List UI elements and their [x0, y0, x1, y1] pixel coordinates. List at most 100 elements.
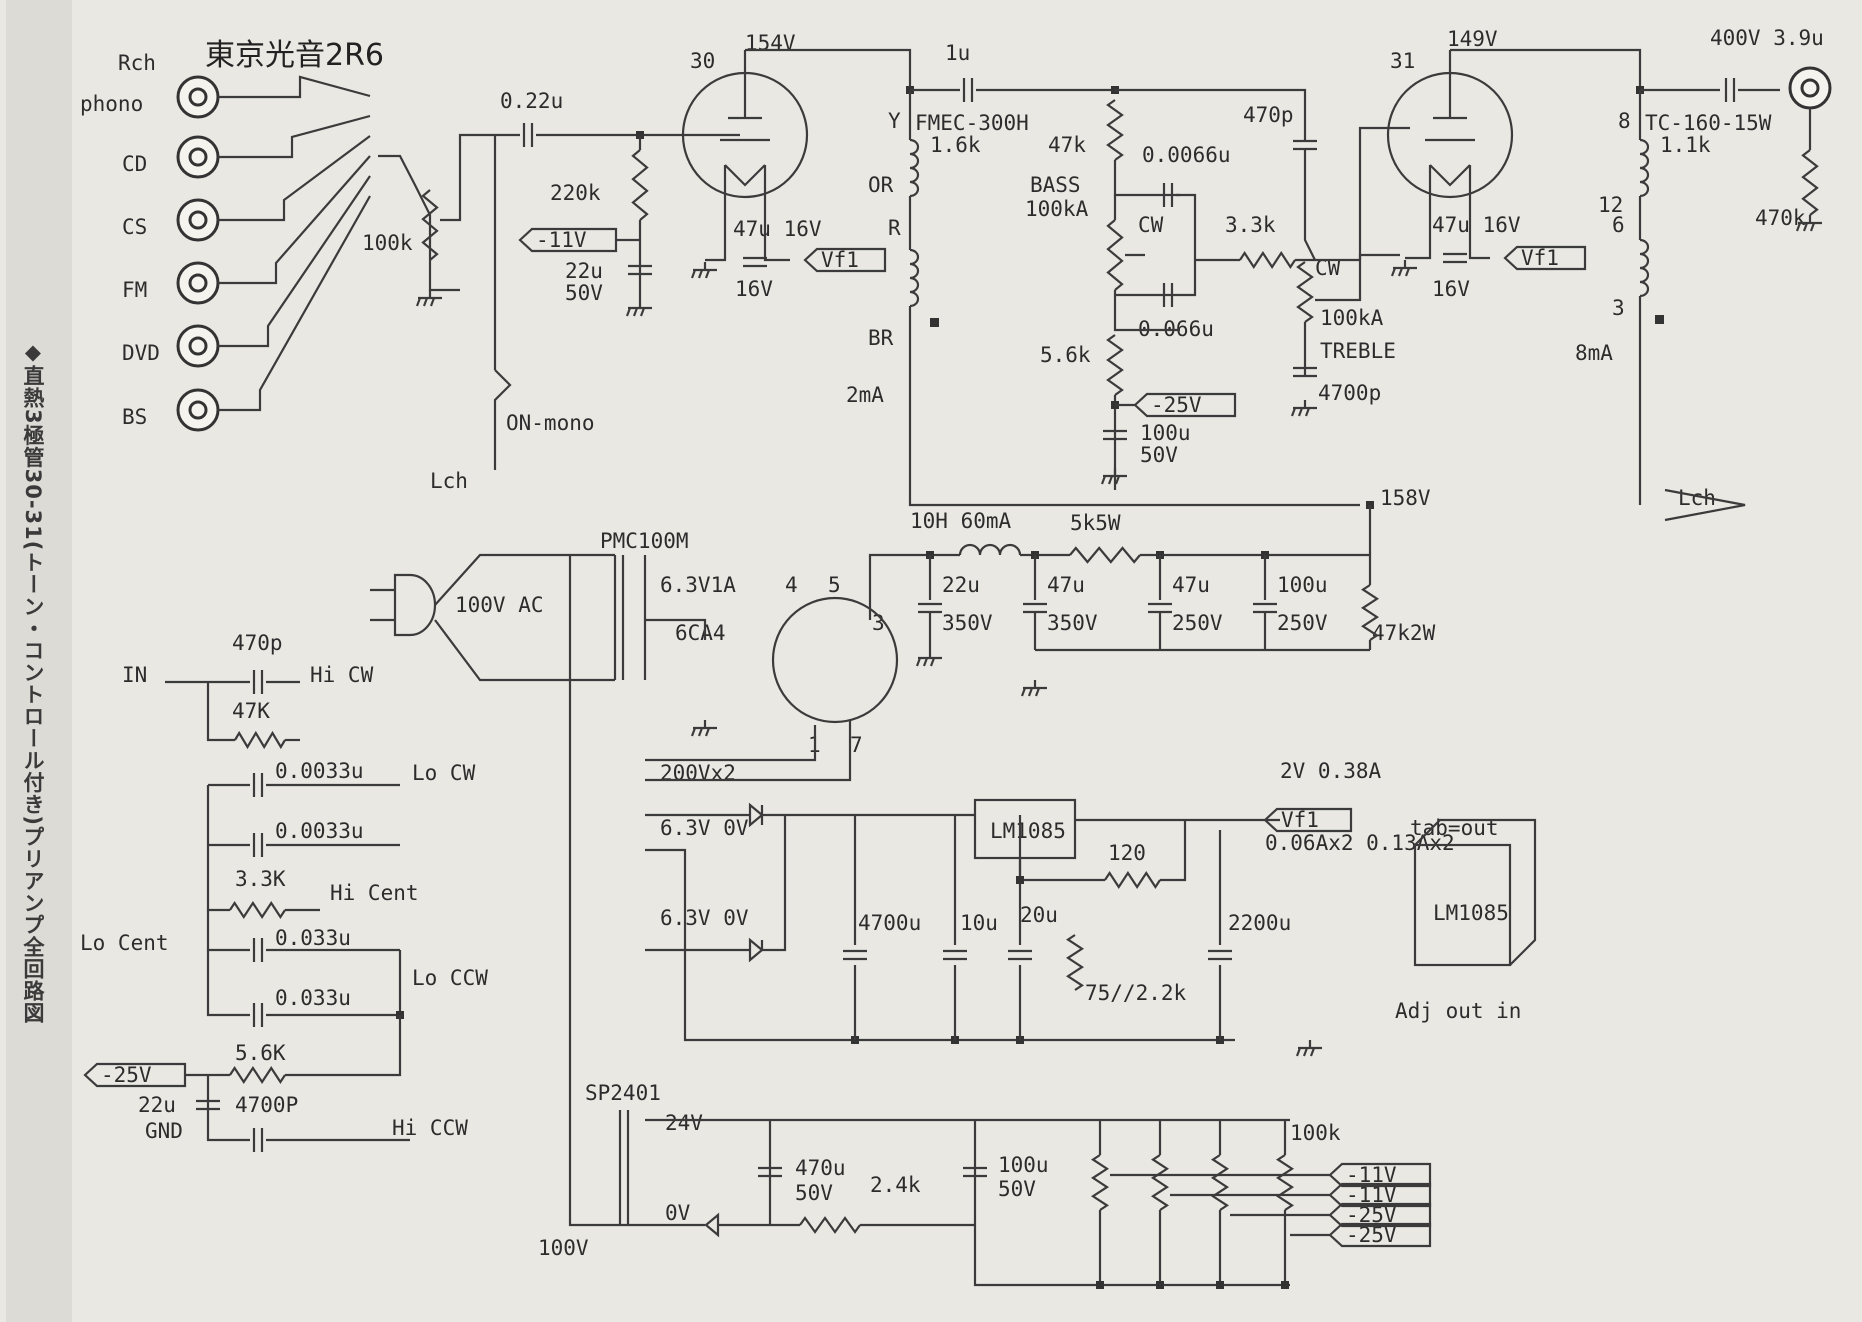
ground-symbol — [929, 657, 936, 667]
vf1-tag-2 — [1503, 245, 1587, 271]
bass-pot-label: 100kA — [1025, 197, 1089, 221]
wire — [973, 1120, 1290, 1287]
wire — [206, 845, 230, 912]
wire — [1160, 820, 1187, 882]
ground-symbol — [690, 727, 697, 737]
pin5-label: 5 — [828, 573, 841, 597]
wire — [908, 306, 1360, 507]
filament — [724, 164, 766, 187]
tn-r33 — [229, 900, 286, 920]
lch-arrow — [1664, 488, 1746, 522]
ground-symbol — [1390, 267, 1397, 277]
input-label-dvd: DVD — [122, 341, 160, 365]
bias-out-tag — [1328, 1182, 1432, 1208]
filter-cap-volts: 250V — [1172, 611, 1223, 635]
ground-symbol — [1297, 407, 1304, 417]
plate — [728, 50, 762, 120]
tn-c4700-label: 4700P — [235, 1093, 298, 1117]
r56k — [1106, 334, 1124, 396]
c100-label: 100u — [1140, 421, 1191, 445]
r33k-label: 3.3k — [1225, 213, 1276, 237]
input-cap-label: 0.22u — [500, 89, 563, 113]
wire — [645, 848, 1235, 1042]
wire — [1405, 165, 1432, 260]
lch-label: Lch — [430, 469, 468, 493]
wire — [1115, 88, 1307, 140]
lm1085-pkg-label: LM1085 — [1433, 901, 1509, 925]
tn-loccw: Lo CCW — [412, 966, 488, 990]
wire — [568, 555, 645, 1227]
c470u-label: 470u — [795, 1156, 846, 1180]
ground-symbol — [1397, 267, 1404, 277]
marker-2 — [1655, 315, 1664, 324]
ground-symbol — [1302, 1047, 1309, 1057]
tube-30-plate-voltage: 154V — [745, 31, 796, 55]
wire — [760, 815, 787, 952]
pin-y: Y — [888, 109, 901, 133]
c0066-label: 0.0066u — [1142, 143, 1231, 167]
hv-label: 200Vx2 — [660, 761, 736, 785]
treble-pot — [1296, 261, 1314, 323]
r-adj — [1065, 934, 1085, 991]
ground-symbol — [1802, 222, 1809, 232]
v100-label: 100V — [538, 1236, 589, 1260]
treble-label: TREBLE — [1320, 339, 1396, 363]
input-jack-center — [188, 210, 208, 230]
plate-supply — [745, 48, 912, 90]
r33k — [1239, 250, 1296, 270]
vout-label: 2V 0.38A — [1280, 759, 1382, 783]
bass-cw: CW — [1138, 213, 1164, 237]
bass-label: BASS — [1030, 173, 1081, 197]
lm1085-package-3d — [1414, 818, 1537, 966]
grid-res-label: 220k — [550, 181, 601, 205]
tn-r56-label: 5.6K — [235, 1041, 286, 1065]
wire — [206, 950, 250, 1017]
heater2-label: 6.3V 0V — [660, 906, 749, 930]
plate-2 — [1433, 50, 1467, 120]
fil-a — [705, 165, 727, 262]
wire — [206, 682, 235, 742]
ground-symbol — [704, 269, 711, 279]
ground-symbol — [1034, 687, 1041, 697]
tc-label: TC-160-15W — [1645, 111, 1772, 135]
wire — [1303, 150, 1316, 261]
trim-pot — [1150, 1154, 1170, 1211]
selector-wire — [218, 114, 371, 159]
grid-resistor — [631, 149, 649, 221]
pin3: 3 — [1612, 296, 1625, 320]
ground-symbol — [1304, 407, 1311, 417]
filter-cap-label: 47u — [1172, 573, 1210, 597]
bias-cap-label: 50V — [565, 281, 603, 305]
r-adj-label: 75//2.2k — [1085, 981, 1187, 1005]
vf1-tag-1-label: Vf1 — [821, 248, 859, 272]
r24k — [799, 1216, 861, 1234]
r470k-label: 470k — [1755, 206, 1806, 230]
ground-symbol — [1114, 475, 1121, 485]
output-jack-center — [1800, 78, 1820, 98]
ground-symbol — [704, 727, 711, 737]
c4700u-label: 4700u — [858, 911, 921, 935]
current-label: 0.06Ax2 0.13Ax2 — [1265, 831, 1455, 855]
ground-symbol — [429, 297, 436, 307]
plate2-supply — [1450, 48, 1642, 90]
tn-hiccw: Hi CCW — [392, 1116, 468, 1140]
c10u-label: 10u — [960, 911, 998, 935]
junction-dot — [1216, 1281, 1224, 1289]
pin7-label: 7 — [850, 733, 863, 757]
fil-b — [763, 165, 790, 262]
ground-symbol — [697, 269, 704, 279]
c100u-label: 100u — [998, 1153, 1049, 1177]
tn-c470p-label: 470p — [232, 631, 283, 655]
heater-label: 6.3V1A — [660, 573, 736, 597]
junction-dot — [1096, 1281, 1104, 1289]
c20u-label: 20u — [1020, 903, 1058, 927]
r-drop-label: 5k5W — [1070, 511, 1121, 535]
ground-symbol — [922, 657, 929, 667]
ac-label: 100V AC — [455, 593, 544, 617]
choke-label: 10H 60mA — [910, 509, 1012, 533]
diode-2 — [748, 937, 764, 963]
c470u-volts: 50V — [795, 1181, 833, 1205]
cathode-cap2-label: 47u 16V — [1432, 213, 1521, 237]
